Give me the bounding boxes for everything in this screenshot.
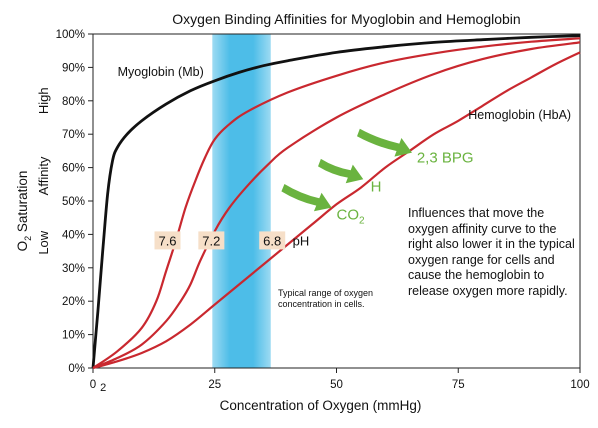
y-axis-label-rest: Saturation bbox=[15, 171, 30, 236]
curve-2 bbox=[92, 41, 581, 370]
x-axis-label: Concentration of Oxygen (mmHg) bbox=[220, 398, 422, 413]
influence-arrow-1 bbox=[318, 158, 364, 184]
y-axis-high-label: High bbox=[36, 87, 51, 114]
ph-badge-label-2: 6.8 bbox=[263, 233, 281, 248]
ph-badge-label-0: 7.6 bbox=[158, 233, 176, 248]
y-tick-label-9: 90% bbox=[62, 62, 85, 74]
plot-frame bbox=[92, 33, 581, 369]
influence-label-main-2: CO bbox=[337, 206, 360, 223]
x-tick-label-2: 50 bbox=[330, 379, 343, 391]
y-tick-label-3: 30% bbox=[62, 263, 85, 275]
typical-range-note: Typical range of oxygen concentration in… bbox=[278, 288, 374, 309]
ph-badge-bg-1 bbox=[198, 231, 225, 250]
y-axis-label-main: O bbox=[15, 241, 30, 252]
influence-label-1: H bbox=[371, 178, 382, 195]
x-tick-label-1: 25 bbox=[208, 379, 221, 391]
curve-1 bbox=[92, 37, 581, 369]
y-axis-label: O2 Saturation bbox=[15, 171, 33, 252]
influence-label-2: CO2 bbox=[337, 206, 366, 226]
y-tick-label-0: 0% bbox=[68, 363, 85, 375]
influence-label-main-1: H bbox=[371, 178, 382, 195]
y-tick-label-7: 70% bbox=[62, 129, 85, 141]
influence-label-sub-2: 2 bbox=[359, 215, 365, 226]
curve-3 bbox=[92, 51, 581, 370]
ph-badge-label-1: 7.2 bbox=[202, 233, 220, 248]
x-tick-label-3: 75 bbox=[452, 379, 465, 391]
y-axis-low-label: Low bbox=[36, 230, 51, 254]
influence-arrow-0 bbox=[357, 128, 412, 157]
y-tick-label-8: 80% bbox=[62, 96, 85, 108]
series-label-1: Hemoglobin (HbA) bbox=[468, 108, 571, 122]
ph-badge-bg-0 bbox=[154, 231, 181, 250]
ph-badge-bg-2 bbox=[259, 231, 286, 250]
influence-label-0: 2,3 BPG bbox=[417, 150, 474, 167]
y-tick-label-5: 50% bbox=[62, 196, 85, 208]
influence-note: Influences that move the oxygen affinity… bbox=[408, 206, 575, 298]
y-axis-affinity-label: Affinity bbox=[36, 156, 51, 195]
y-tick-label-10: 100% bbox=[56, 29, 85, 41]
y-tick-label-2: 20% bbox=[62, 296, 85, 308]
x-tick-label-0: 0 bbox=[90, 379, 96, 391]
series-label-0: Myoglobin (Mb) bbox=[118, 65, 204, 79]
y-tick-label-1: 10% bbox=[62, 330, 85, 342]
y-tick-label-4: 40% bbox=[62, 229, 85, 241]
x-tick-label-4: 100 bbox=[570, 379, 589, 391]
influence-arrow-2 bbox=[281, 183, 332, 212]
x-tick-label-extra: 2 bbox=[100, 382, 106, 394]
ph-label: pH bbox=[293, 233, 310, 248]
y-axis-label-sub: 2 bbox=[23, 236, 33, 241]
chart-title: Oxygen Binding Affinities for Myoglobin … bbox=[172, 11, 520, 27]
y-tick-label-6: 60% bbox=[62, 163, 85, 175]
typical-range-band bbox=[212, 34, 271, 368]
curve-0 bbox=[91, 34, 581, 369]
influence-label-main-0: 2,3 BPG bbox=[417, 150, 474, 167]
